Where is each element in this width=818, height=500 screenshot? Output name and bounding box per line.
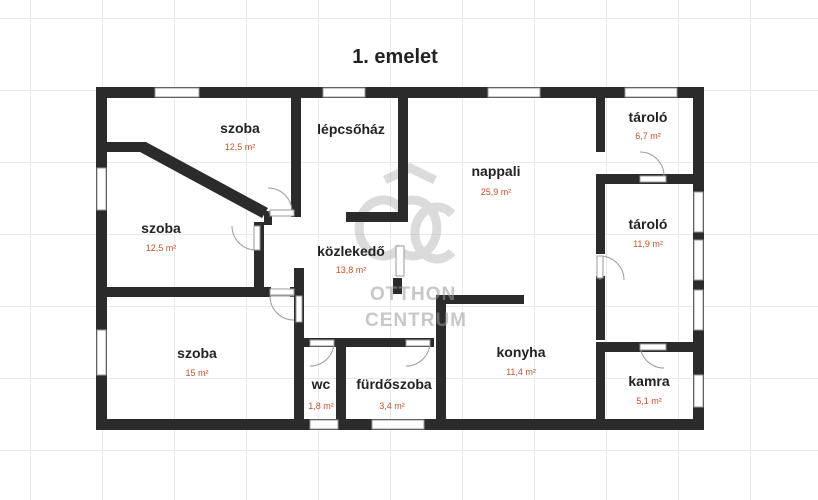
floor-title: 1. emelet: [352, 46, 438, 68]
room-name-kamra: kamra: [628, 373, 670, 389]
doors: [231, 151, 667, 369]
room-area-szoba-top: 12,5 m²: [224, 142, 256, 152]
room-name-tarolo-top: tároló: [628, 109, 668, 125]
room-area-szoba-left: 12,5 m²: [145, 243, 177, 253]
room-name-szoba-left: szoba: [141, 220, 181, 236]
room-name-konyha: konyha: [496, 344, 546, 360]
room-name-szoba-bottom: szoba: [177, 345, 217, 361]
room-area-kozlekedo: 13,8 m²: [335, 265, 367, 275]
room-area-wc: 1,8 m²: [308, 401, 334, 411]
room-name-furdoszoba: fürdőszoba: [356, 376, 432, 392]
room-area-szoba-bottom: 15 m²: [185, 368, 209, 378]
watermark-line1: OTTHON: [370, 284, 457, 305]
room-area-kamra: 5,1 m²: [636, 396, 662, 406]
room-area-tarolo-right: 11,9 m²: [633, 239, 663, 249]
room-name-tarolo-right: tároló: [628, 216, 668, 232]
room-name-lepcsohaz: lépcsőház: [317, 121, 385, 137]
room-area-nappali: 25,9 m²: [480, 187, 512, 197]
watermark-line2: CENTRUM: [365, 310, 467, 331]
room-area-konyha: 11,4 m²: [506, 367, 536, 377]
room-name-nappali: nappali: [471, 163, 521, 179]
room-name-kozlekedo: közlekedő: [317, 243, 385, 259]
room-area-furdoszoba: 3,4 m²: [379, 401, 405, 411]
room-name-wc: wc: [311, 376, 331, 392]
room-area-tarolo-top: 6,7 m²: [635, 131, 661, 141]
room-name-szoba-top: szoba: [220, 120, 260, 136]
windows: [96, 87, 704, 430]
